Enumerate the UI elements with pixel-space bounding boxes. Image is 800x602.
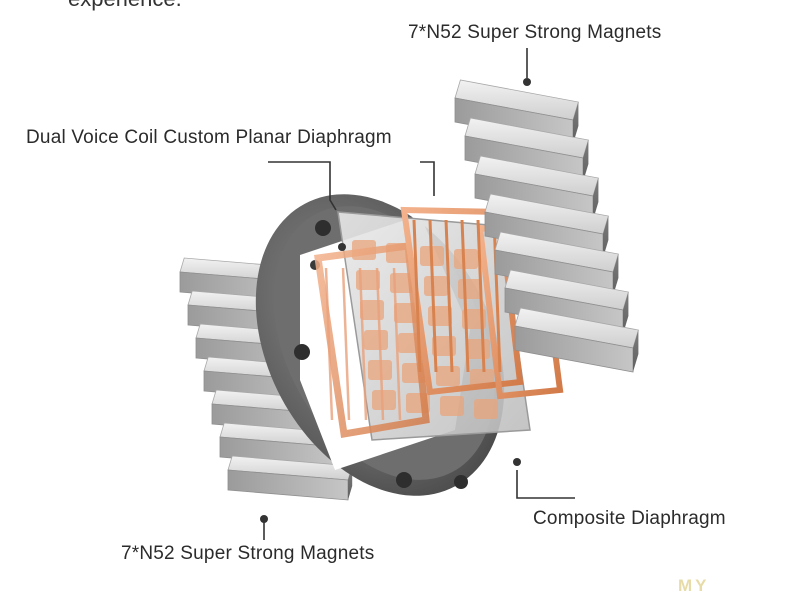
- grid-cell: [372, 390, 396, 410]
- leader-dot: [338, 243, 346, 251]
- watermark: MY: [678, 576, 710, 595]
- grid-cell: [360, 300, 384, 320]
- frame-screw-hole: [294, 344, 310, 360]
- frame-screw-hole: [315, 220, 331, 236]
- frame-screw-hole: [396, 472, 412, 488]
- coil-trace: [375, 267, 385, 421]
- grid-cell: [462, 309, 486, 329]
- label-magnets-top: 7*N52 Super Strong Magnets: [408, 22, 662, 43]
- coil-trace: [460, 219, 470, 373]
- coil-serpentine-traces: [324, 219, 502, 421]
- leader-dual-voice-coil-a: [268, 161, 337, 211]
- leader-lines: [260, 48, 575, 540]
- leader-dot: [523, 78, 531, 86]
- grid-cell: [474, 399, 498, 419]
- grid-cell: [436, 366, 460, 386]
- magnet-bar: [514, 307, 639, 373]
- coil-trace: [428, 219, 438, 373]
- leader-composite: [516, 470, 575, 499]
- grid-cell: [454, 249, 478, 269]
- label-dual-voice-coil: Dual Voice Coil Custom Planar Diaphragm: [26, 127, 392, 148]
- coil-trace: [392, 267, 402, 421]
- grid-cell: [440, 396, 464, 416]
- leader-dot: [513, 458, 521, 466]
- grid-cell: [458, 279, 482, 299]
- coil-trace: [444, 219, 454, 373]
- diaphragm-copper-grid: [352, 240, 498, 419]
- grid-cell: [424, 276, 448, 296]
- label-composite-diaphragm: Composite Diaphragm: [533, 508, 726, 529]
- coil-trace: [358, 267, 368, 421]
- magnet-bar: [227, 455, 353, 501]
- coil-trace: [492, 219, 502, 373]
- coil-trace: [341, 267, 351, 421]
- coil-trace: [412, 219, 422, 373]
- grid-cell: [356, 270, 380, 290]
- right-magnet-stack: [454, 79, 639, 373]
- label-magnets-bottom: 7*N52 Super Strong Magnets: [121, 543, 375, 564]
- grid-cell: [364, 330, 388, 350]
- clipped-heading-text: experience.: [68, 0, 182, 12]
- leader-dot: [260, 515, 268, 523]
- leader-dual-voice-coil-b: [420, 161, 435, 196]
- coil-trace: [476, 219, 486, 373]
- grid-cell: [466, 339, 490, 359]
- frame-screw-hole: [454, 475, 468, 489]
- coil-trace: [324, 267, 334, 421]
